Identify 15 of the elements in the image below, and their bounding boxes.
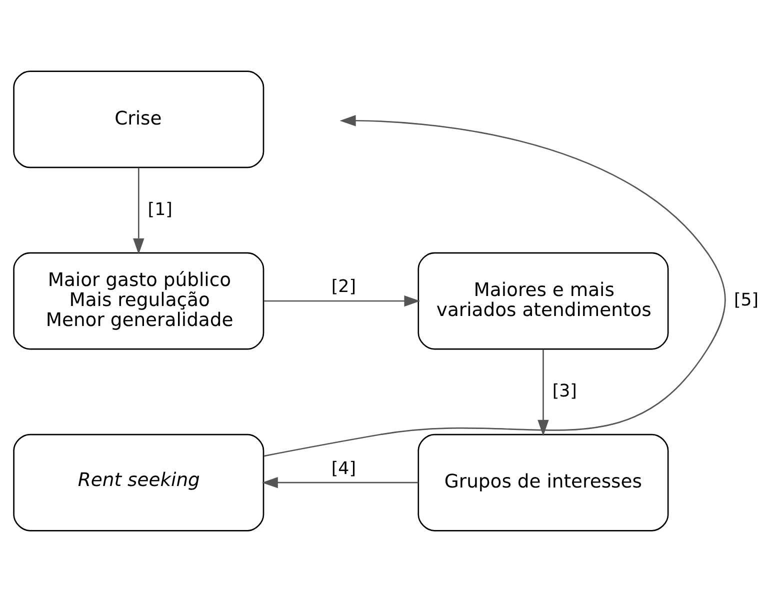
edge-label: [1] — [148, 199, 172, 220]
edge-label: [4] — [331, 458, 356, 478]
edge-label: [5] — [734, 290, 759, 310]
node-box: Maiores e mais variados atendimentos — [418, 252, 669, 350]
arrow — [262, 476, 418, 488]
arrow — [264, 114, 726, 456]
node-box: Rent seeking — [13, 433, 264, 531]
arrow — [538, 348, 549, 436]
node-box: Grupos de interesses — [418, 433, 669, 531]
node-box: Crise — [13, 70, 264, 168]
arrow — [264, 294, 420, 306]
node-box: Maior gasto público Mais regulação Menor generalidade — [13, 252, 264, 350]
edge-label: [2] — [331, 276, 356, 297]
arrow — [133, 167, 144, 254]
edge-label: [3] — [552, 380, 577, 401]
